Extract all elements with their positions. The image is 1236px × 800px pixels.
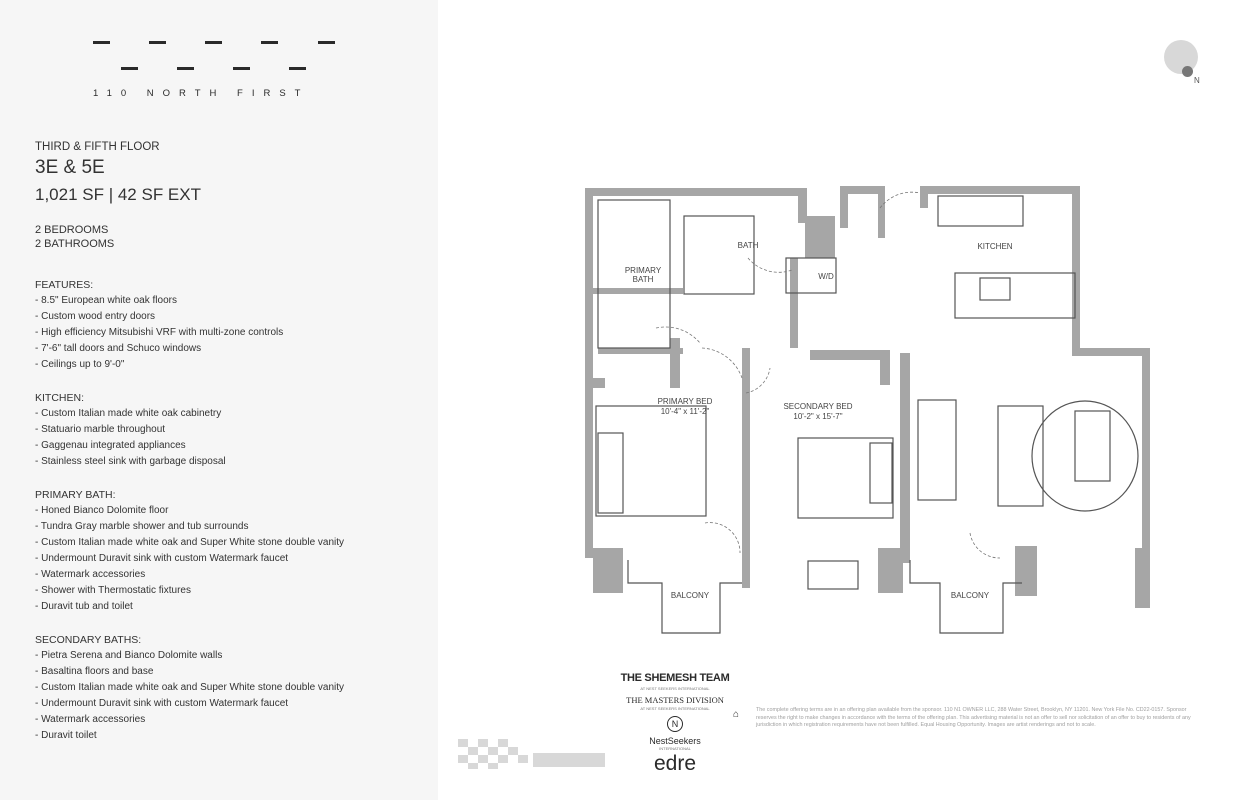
list-item: - Custom wood entry doors xyxy=(35,311,156,322)
logo-mark xyxy=(177,67,194,70)
list-item: - Undermount Duravit sink with custom Wa… xyxy=(35,698,289,709)
brand-name: 110 NORTH FIRST xyxy=(93,88,310,99)
list-item: - Custom Italian made white oak and Supe… xyxy=(35,537,345,548)
door-swings xyxy=(655,191,1001,559)
list-item: - Watermark accessories xyxy=(35,714,146,725)
interior-lines xyxy=(595,195,1139,634)
list-item: - Basaltina floors and base xyxy=(35,666,154,677)
room-label: BATH xyxy=(738,241,759,250)
list-item: - Custom Italian made white oak cabinetr… xyxy=(35,408,222,419)
exterior-walls xyxy=(585,186,1150,608)
room-label: BATH xyxy=(633,275,654,284)
list-item: - 8.5" European white oak floors xyxy=(35,295,177,306)
list-item: - High efficiency Mitsubishi VRF with mu… xyxy=(35,327,284,338)
room-label: 10'-2" x 15'-7" xyxy=(793,412,842,421)
logo-mark xyxy=(233,67,250,70)
masters-division-subtext: AT NEST SEEKERS INTERNATIONAL xyxy=(640,706,710,711)
nestseekers-subtext: INTERNATIONAL xyxy=(659,746,691,751)
room-labels: PRIMARY BATH BATH W/D KITCHEN PRIMARY BE… xyxy=(625,241,1013,600)
list-item: - Tundra Gray marble shower and tub surr… xyxy=(35,521,249,532)
list-item: - Shower with Thermostatic fixtures xyxy=(35,585,191,596)
section-heading: FEATURES: xyxy=(35,279,94,291)
list-item: - Ceilings up to 9'-0" xyxy=(35,359,125,370)
logo-mark xyxy=(289,67,306,70)
list-item: - Duravit tub and toilet xyxy=(35,601,133,612)
section-heading: SECONDARY BATHS: xyxy=(35,634,142,646)
section-heading: KITCHEN: xyxy=(35,392,85,404)
room-label: BALCONY xyxy=(951,591,990,600)
room-label: 10'-4" x 11'-2" xyxy=(661,407,710,416)
unit-area: 1,021 SF | 42 SF EXT xyxy=(35,185,201,204)
shemesh-team-subtext: AT NEST SEEKERS INTERNATIONAL xyxy=(640,686,710,691)
shemesh-team-logo: THE SHEMESH TEAM xyxy=(620,672,730,684)
logo-mark xyxy=(121,67,138,70)
logo-mark xyxy=(318,41,335,44)
compass-label: N xyxy=(1194,76,1200,85)
floor-plan: PRIMARY BATH BATH W/D KITCHEN PRIMARY BE… xyxy=(585,186,1150,634)
list-item: - Stainless steel sink with garbage disp… xyxy=(35,456,226,467)
key-plan xyxy=(458,739,605,769)
nestseekers-logo-icon: N xyxy=(667,716,683,732)
masters-division-logo: THE MASTERS DIVISION xyxy=(626,695,724,705)
room-label: SECONDARY BED xyxy=(783,402,852,411)
list-item: - Duravit toilet xyxy=(35,730,97,741)
edre-logo: edre xyxy=(653,752,697,775)
list-item: - Honed Bianco Dolomite floor xyxy=(35,505,169,516)
list-item: - Custom Italian made white oak and Supe… xyxy=(35,682,345,693)
bedroom-count: 2 BEDROOMS xyxy=(35,224,109,236)
room-label: BALCONY xyxy=(671,591,710,600)
bathroom-count: 2 BATHROOMS xyxy=(35,238,115,250)
logo-mark xyxy=(93,41,110,44)
compass-icon xyxy=(1164,40,1198,74)
logo-mark xyxy=(261,41,278,44)
list-item: - Gaggenau integrated appliances xyxy=(35,440,186,451)
compass-needle-icon xyxy=(1182,66,1193,77)
list-item: - Undermount Duravit sink with custom Wa… xyxy=(35,553,289,564)
logo-mark xyxy=(149,41,166,44)
room-label: KITCHEN xyxy=(977,242,1012,251)
room-label: PRIMARY BED xyxy=(658,397,713,406)
list-item: - Pietra Serena and Bianco Dolomite wall… xyxy=(35,650,223,661)
room-label: PRIMARY xyxy=(625,266,662,275)
logo-mark xyxy=(205,41,222,44)
list-item: - Statuario marble throughout xyxy=(35,424,166,435)
unit-name: 3E & 5E xyxy=(35,157,105,178)
legal-disclaimer: The complete offering terms are in an of… xyxy=(756,707,1191,728)
equal-housing-icon: ⌂ xyxy=(732,709,740,720)
room-label: W/D xyxy=(818,272,834,281)
nestseekers-logo: NestSeekers xyxy=(649,736,701,746)
floor-label: THIRD & FIFTH FLOOR xyxy=(35,141,160,153)
list-item: - Watermark accessories xyxy=(35,569,146,580)
section-heading: PRIMARY BATH: xyxy=(35,489,116,501)
info-panel: 110 NORTH FIRST THIRD & FIFTH FLOOR 3E &… xyxy=(0,0,438,800)
list-item: - 7'-6" tall doors and Schuco windows xyxy=(35,343,202,354)
